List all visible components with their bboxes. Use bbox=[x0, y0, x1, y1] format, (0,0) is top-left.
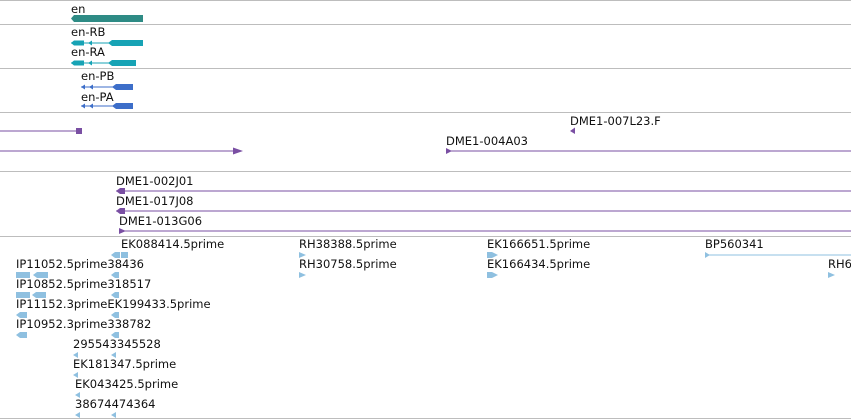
est-label[interactable]: EK166651.5prime bbox=[487, 237, 590, 251]
protein-label-en-pa[interactable]: en-PA bbox=[81, 90, 114, 104]
est-label[interactable]: 295543345528 bbox=[73, 337, 161, 351]
est-feature[interactable] bbox=[299, 252, 306, 258]
bac-feature-dme1-017j08[interactable] bbox=[116, 208, 851, 214]
est-feature[interactable] bbox=[487, 272, 498, 278]
est-track: EK088414.5prime RH38388.5prime EK166651.… bbox=[16, 237, 851, 418]
genomic-clone-track: DME1-007L23.F DME1-004A03 bbox=[0, 114, 851, 155]
est-label[interactable]: BP560341 bbox=[705, 237, 764, 251]
est-feature[interactable] bbox=[16, 292, 119, 298]
gene-track: en bbox=[71, 2, 143, 22]
est-feature[interactable] bbox=[75, 412, 116, 418]
est-feature[interactable] bbox=[16, 332, 119, 338]
transcript-label-en-rb[interactable]: en-RB bbox=[71, 25, 106, 39]
genomic-feature-long-left[interactable] bbox=[0, 147, 243, 155]
est-feature[interactable] bbox=[73, 372, 78, 378]
genomic-feature-dme1-007l23f[interactable] bbox=[570, 127, 575, 135]
est-feature[interactable] bbox=[487, 252, 498, 258]
bac-clone-track: DME1-002J01 DME1-017J08 DME1-013G06 bbox=[116, 174, 851, 234]
est-label[interactable]: RH30758.5prime bbox=[299, 257, 397, 271]
protein-feature-en-pa[interactable] bbox=[81, 103, 133, 109]
est-label[interactable]: EK088414.5prime bbox=[121, 237, 224, 251]
gene-label-en[interactable]: en bbox=[71, 2, 85, 16]
est-feature[interactable] bbox=[16, 272, 119, 278]
est-label[interactable]: EK166434.5prime bbox=[487, 257, 590, 271]
est-feature[interactable] bbox=[299, 272, 306, 278]
protein-track: en-PB en-PA bbox=[81, 69, 133, 109]
est-label[interactable]: RH38388.5prime bbox=[299, 237, 397, 251]
est-feature[interactable] bbox=[73, 352, 116, 358]
est-feature[interactable] bbox=[828, 272, 835, 278]
est-label[interactable]: EK181347.5prime bbox=[73, 357, 176, 371]
bac-label-dme1-013g06[interactable]: DME1-013G06 bbox=[119, 214, 202, 228]
est-label[interactable]: IP11052.5prime38436 bbox=[16, 257, 144, 271]
protein-label-en-pb[interactable]: en-PB bbox=[81, 69, 114, 83]
bac-feature-dme1-002j01[interactable] bbox=[116, 188, 851, 194]
est-label[interactable]: RH6 bbox=[828, 257, 851, 271]
genomic-feature-dme1-004a03[interactable] bbox=[446, 148, 851, 154]
genomic-label-dme1-004a03[interactable]: DME1-004A03 bbox=[446, 134, 528, 148]
est-label[interactable]: IP11152.3primeEK199433.5prime bbox=[16, 297, 211, 311]
genomic-feature-left[interactable] bbox=[0, 128, 82, 134]
est-label[interactable]: IP10852.5prime318517 bbox=[16, 277, 151, 291]
gene-feature-en[interactable] bbox=[71, 15, 143, 22]
transcript-feature-en-ra[interactable] bbox=[71, 60, 136, 66]
est-feature[interactable] bbox=[75, 392, 80, 398]
bac-feature-dme1-013g06[interactable] bbox=[119, 228, 851, 234]
est-label[interactable]: 38674474364 bbox=[75, 397, 155, 411]
est-label[interactable]: EK043425.5prime bbox=[75, 377, 178, 391]
genomic-label-dme1-007l23f[interactable]: DME1-007L23.F bbox=[570, 114, 661, 128]
est-feature[interactable] bbox=[16, 312, 119, 318]
protein-feature-en-pb[interactable] bbox=[81, 84, 133, 90]
est-feature[interactable] bbox=[705, 252, 851, 258]
transcript-label-en-ra[interactable]: en-RA bbox=[71, 45, 105, 59]
bac-label-dme1-002j01[interactable]: DME1-002J01 bbox=[116, 174, 194, 188]
est-label[interactable]: IP10952.3prime338782 bbox=[16, 317, 151, 331]
bac-label-dme1-017j08[interactable]: DME1-017J08 bbox=[116, 194, 194, 208]
est-feature[interactable] bbox=[111, 252, 128, 258]
transcript-track: en-RB en-RA bbox=[71, 25, 143, 66]
transcript-feature-en-rb[interactable] bbox=[71, 40, 143, 46]
